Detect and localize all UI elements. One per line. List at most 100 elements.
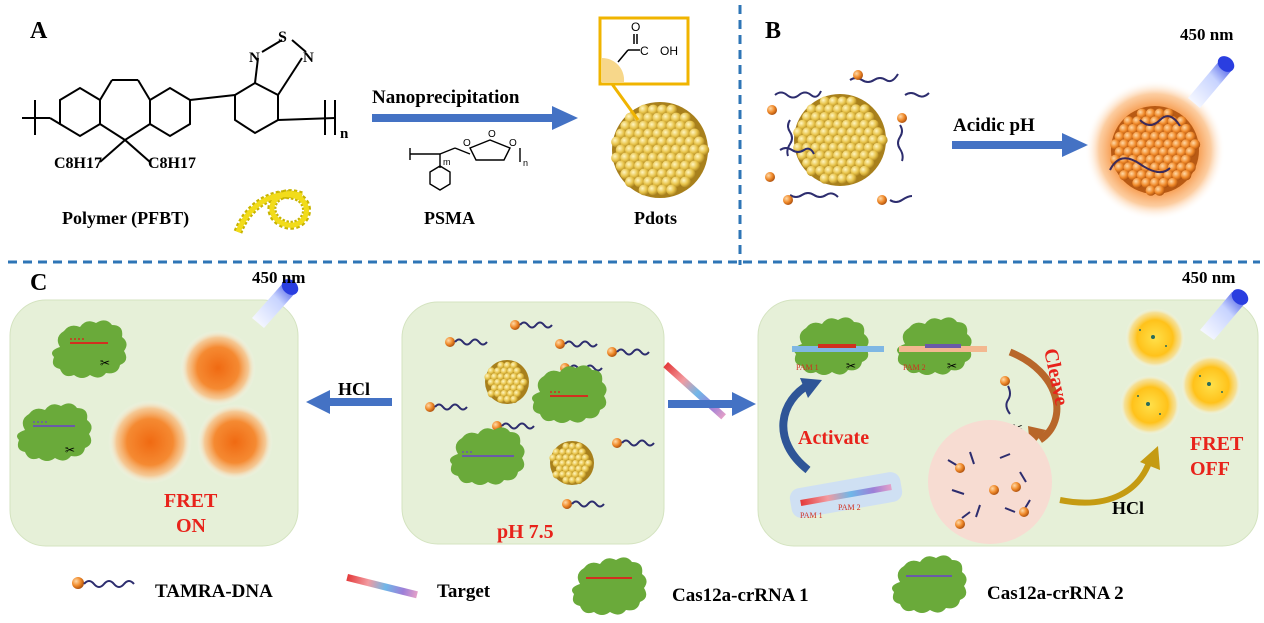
pdot-bead (670, 176, 682, 188)
pdot-bead (494, 378, 502, 387)
pdot-bead (634, 176, 645, 188)
pdot-bead (1127, 123, 1139, 135)
sulfur-label: S (278, 29, 287, 46)
pdot-bead (510, 384, 518, 392)
pdot-bead (815, 119, 826, 130)
pdot-bead (793, 142, 804, 153)
pdot-bead (1172, 170, 1183, 181)
pdot-bead (657, 136, 668, 148)
pdot-bead (1119, 154, 1130, 165)
pdot-bead (513, 378, 522, 387)
pfbt-structure (22, 39, 336, 163)
cleaved-pool (928, 420, 1052, 544)
pdot-bead (1158, 131, 1170, 142)
pdot-bead (634, 128, 645, 140)
carboxyl-oh: OH (660, 44, 678, 58)
pdot-bead (1141, 131, 1152, 142)
pdot-bead (666, 168, 678, 180)
pdot-bead (652, 144, 664, 156)
pdot-bead (675, 168, 687, 180)
pdot-with-dna (793, 94, 888, 186)
pdot-bead (638, 104, 650, 116)
box-ph-75 (401, 301, 665, 545)
pdot-bead (877, 134, 888, 146)
hcl-left-arrow (306, 390, 392, 414)
pdot-bead (568, 454, 577, 462)
pdot-bead (837, 142, 848, 153)
pdot-bead (572, 470, 580, 479)
pdot-bead (494, 389, 502, 398)
svg-text:✂: ✂ (65, 443, 75, 457)
cas12a-active-2: PAM 2 ✂ (897, 317, 987, 375)
pdot-bead (581, 465, 590, 473)
activate-label: Activate (798, 427, 869, 449)
pdot-bead (810, 142, 822, 153)
pdot-bead (643, 128, 655, 140)
pdot-bead (1123, 131, 1134, 142)
pdot-bead (559, 459, 567, 468)
alkyl-right-label: C8H17 (148, 155, 196, 172)
target-duplex: PAM 1 PAM 2 (789, 472, 903, 520)
pdot-bead (872, 142, 884, 153)
carboxyl-o: O (631, 20, 640, 34)
pdot-bead (497, 395, 505, 404)
light-450-b: 450 nm (1180, 25, 1233, 44)
activate-arrowhead (800, 378, 822, 398)
pdot-bead (824, 165, 835, 177)
pdot-bead (837, 173, 848, 184)
pdot-bead (670, 112, 682, 124)
pdot-bead (1185, 146, 1196, 158)
light-source-icon (1188, 56, 1235, 108)
pdot-bead (507, 378, 515, 387)
nanoprecipitation-arrow (372, 106, 578, 130)
pdot-bead (1167, 146, 1179, 158)
pdot-bead (487, 389, 496, 398)
pdot-bead (841, 119, 853, 130)
tamra-dots-b (765, 70, 907, 205)
pdot-bead (1185, 162, 1196, 173)
nanoprecipitation-label: Nanoprecipitation (372, 87, 520, 108)
pdot-bead (503, 361, 512, 370)
pdot-particle (611, 102, 710, 198)
pdot-bead (629, 120, 641, 132)
pdot-bead (666, 136, 678, 148)
pdot-bead (802, 127, 813, 138)
pdot-bead (513, 389, 522, 398)
pdot-bead (555, 465, 564, 473)
pdot-bead (684, 136, 696, 148)
pdot-bead (565, 448, 574, 457)
pdot-bead (859, 165, 870, 177)
polymer-name: Polymer (PFBT) (62, 208, 189, 229)
pdot-bead (1158, 177, 1170, 189)
pdot-bead (670, 144, 682, 156)
carboxyl-c: C (640, 44, 649, 58)
pdot-bead (611, 152, 622, 164)
panel-c: C 450 nm ✂ ✂ FRET ON HCl (9, 268, 1259, 547)
pdot-bead (802, 158, 813, 169)
pdot-bead (652, 160, 664, 172)
pdot-bead (661, 128, 673, 140)
nitrogen-left-label: N (249, 50, 260, 66)
pdot-bead (837, 111, 848, 123)
pdot-bead (620, 136, 632, 148)
pdot-bead (585, 459, 593, 468)
pdot-bead (634, 144, 645, 156)
pdot-bead (552, 459, 561, 468)
pdot-bead (850, 119, 862, 130)
svg-text:✂: ✂ (947, 359, 957, 373)
pdot-bead (859, 150, 870, 161)
pdot-bead (846, 111, 857, 123)
pdot-bead (559, 448, 567, 457)
hcl-left-label: HCl (338, 379, 370, 399)
panel-b-label: B (765, 18, 781, 44)
pdot-bead (824, 104, 835, 115)
pdot-bead (1119, 170, 1130, 181)
pdot-bead (868, 134, 879, 146)
pdot-bead (638, 168, 650, 180)
pdot-bead (503, 395, 512, 404)
to-right-arrow (668, 392, 756, 416)
pdot-bead (647, 152, 659, 164)
legend-target-icon (346, 574, 418, 599)
cas12a-active-1: PAM 1 ✂ (792, 317, 884, 375)
pdot-bead (846, 142, 857, 153)
